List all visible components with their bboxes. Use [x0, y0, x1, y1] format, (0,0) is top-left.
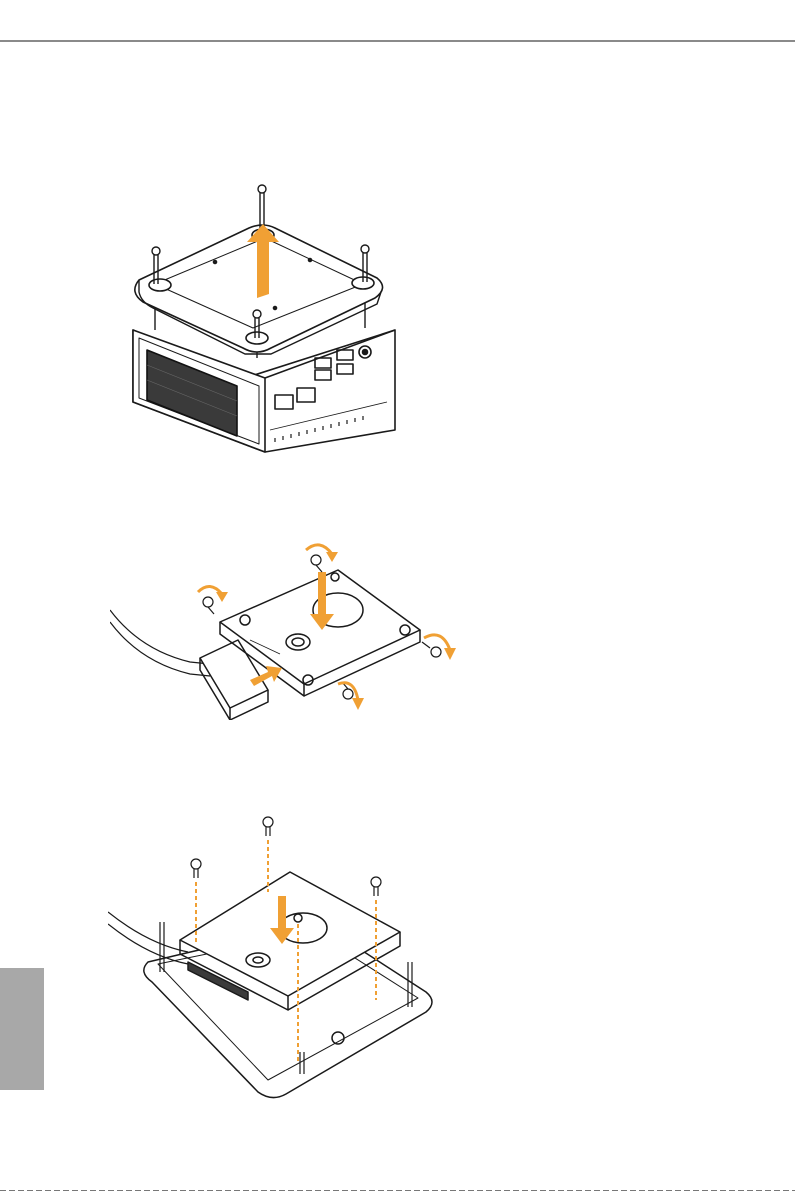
figure-install-drive-into-chassis [108, 812, 448, 1102]
side-tab [0, 968, 44, 1090]
attach-drive-illustration [110, 530, 470, 720]
install-drive-illustration [108, 812, 448, 1102]
header-rule [0, 40, 795, 42]
footer-rule [0, 1190, 795, 1191]
figure-attach-drive-to-bracket [110, 530, 470, 720]
figure-remove-bottom-cover [125, 180, 405, 460]
remove-cover-illustration [125, 180, 405, 460]
